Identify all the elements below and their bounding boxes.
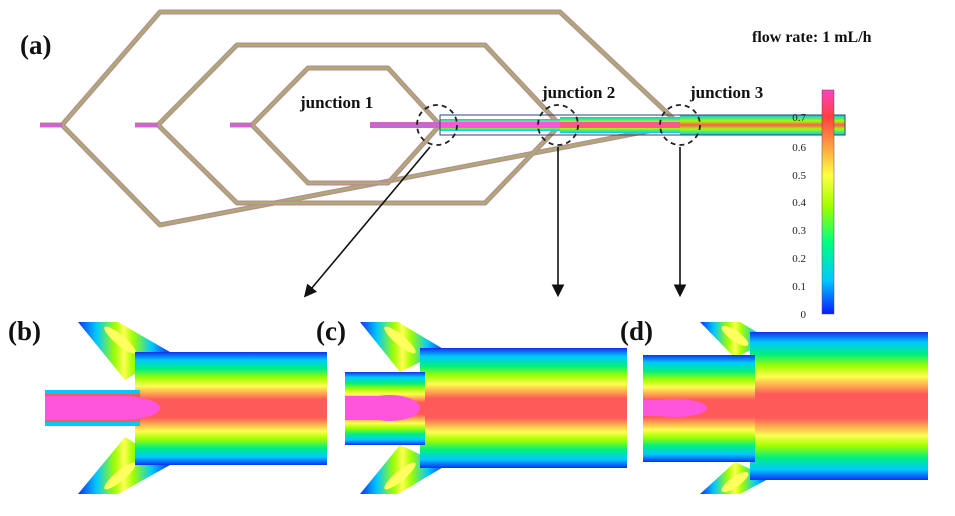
junction-1-marker [416,104,458,146]
flow-rate-label: flow rate: 1 mL/h [752,29,872,46]
panel-b-label: (b) [8,316,41,346]
middle-inlet [135,123,158,127]
upper-branch-core [104,326,136,354]
junction-3-label: junction 3 [689,83,763,102]
colorbar-tick: 0.1 [792,281,806,293]
main-flow [135,352,327,465]
panel-c-zoom: (c) [316,316,627,494]
main-jet-segment-2 [560,122,680,128]
colorbar-tick: 0.3 [792,225,806,237]
panel-a-label: (a) [20,30,51,60]
lower-branch-core [721,471,749,493]
inner-channel-loop [230,65,443,186]
lower-branch-core [384,462,416,490]
jet [345,396,390,420]
colorbar-tick: 0.6 [792,142,806,154]
junction-2-marker [537,104,579,146]
outer-inlet [40,123,62,127]
arrow-to-panel-b [303,146,431,298]
panel-d-zoom: (d) [620,316,928,494]
main-channel-segment-3 [680,115,845,135]
main-outlet-outline [439,114,846,136]
panel-b-zoom: (b) [8,316,327,494]
panel-a-network: (a) flow rate: 1 mL/h junction 1 junctio… [20,9,872,298]
junction-1-label: junction 1 [299,93,373,112]
central-inlet [370,122,440,128]
colorbar-tick: 0.2 [792,253,806,265]
colorbar: 0.7 0.6 0.5 0.4 0.3 0.2 0.1 0 [792,89,835,321]
jet [643,400,673,416]
middle-channel-loop [135,42,563,206]
main-flow [750,332,928,480]
inner-inlet [230,123,252,127]
upper-branch-core [384,326,416,354]
junction-3-marker [659,104,701,146]
colorbar-gradient [821,89,835,315]
lower-branch-core [104,462,136,490]
panel-c-label: (c) [316,316,346,346]
main-flow [420,348,627,468]
upper-branch-core [721,325,749,347]
main-jet-segment-1 [440,122,560,128]
junction-2-label: junction 2 [541,83,615,102]
panel-d-label: (d) [620,316,653,346]
colorbar-tick: 0.7 [792,112,806,124]
colorbar-tick: 0.4 [792,197,806,209]
jet [45,396,125,420]
colorbar-tick: 0.5 [792,170,806,182]
colorbar-tick: 0 [801,309,807,321]
